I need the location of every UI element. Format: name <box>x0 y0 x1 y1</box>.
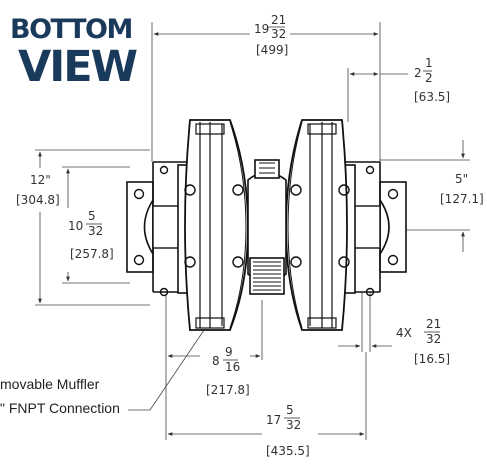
hole-prefix: 4X <box>396 326 412 340</box>
dimension-lines <box>35 22 470 440</box>
inner-height-num: 5 <box>88 209 96 223</box>
pump-body <box>126 119 407 331</box>
height-inch: 12" <box>30 173 51 187</box>
muffler-offset-den: 16 <box>225 360 240 374</box>
bottom-width-den: 32 <box>286 418 301 432</box>
muffler-annotation-line1: movable Muffler <box>0 376 100 392</box>
inner-height-whole: 10 <box>68 219 83 233</box>
muffler-offset-whole: 8 <box>212 354 220 368</box>
bottom-width-whole: 17 <box>266 413 281 427</box>
overall-width-mm: [499] <box>256 43 288 57</box>
left-diaphragm-housing <box>184 119 249 331</box>
top-right-whole: 2 <box>414 66 422 80</box>
top-right-num: 1 <box>425 56 433 70</box>
top-right-den: 2 <box>425 71 433 85</box>
right-mount-plate <box>379 181 407 273</box>
overall-width-whole: 19 <box>254 22 269 36</box>
hole-num: 21 <box>426 317 441 331</box>
left-mount-plate <box>126 181 154 273</box>
muffler-offset-num: 9 <box>225 345 233 359</box>
hole-den: 32 <box>426 332 441 346</box>
muffler-annotation-line2: " FNPT Connection <box>0 400 120 416</box>
title-bottom: BOTTOM <box>10 14 133 45</box>
hole-mm: [16.5] <box>414 352 450 366</box>
height-mm: [304.8] <box>16 193 60 207</box>
muffler-offset-mm: [217.8] <box>206 383 250 397</box>
inner-height-mm: [257.8] <box>70 247 114 261</box>
overall-width-den: 32 <box>271 27 286 41</box>
overall-width-num: 21 <box>271 13 286 27</box>
bottom-width-mm: [435.5] <box>266 444 310 458</box>
right-height-inch: 5" <box>455 172 468 186</box>
inner-height-den: 32 <box>88 224 103 238</box>
right-height-mm: [127.1] <box>440 192 484 206</box>
muffler <box>249 257 285 295</box>
top-right-mm: [63.5] <box>414 90 450 104</box>
title-view: VIEW <box>18 42 138 92</box>
bottom-width-num: 5 <box>286 403 294 417</box>
